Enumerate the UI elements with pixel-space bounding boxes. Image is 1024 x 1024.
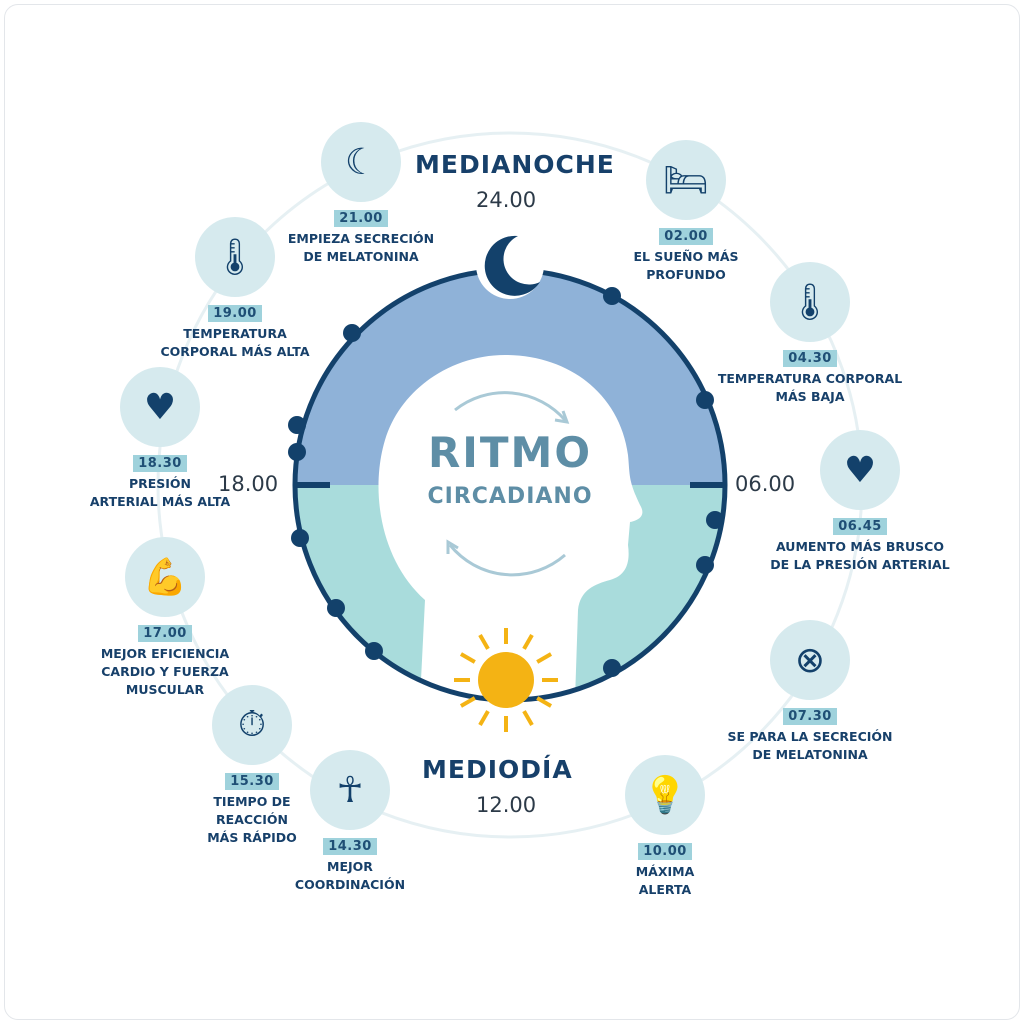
moon-icon — [476, 231, 544, 299]
event-label: TEMPERATURA CORPORAL MÁS ALTA — [160, 326, 310, 359]
stopwatch-icon: ⏱ — [237, 704, 267, 745]
yoga-pose-icon: ☥ — [336, 769, 364, 811]
ring-dot — [291, 529, 309, 547]
heart-plus-icon: ♥ — [843, 449, 877, 491]
event-item: ♥ 06.45 AUMENTO MÁS BRUSCO DE LA PRESIÓN… — [740, 430, 980, 574]
event-item: 💡 10.00 MÁXIMA ALERTA — [545, 755, 785, 899]
icon-circle: 💡 — [625, 755, 705, 835]
lightbulb-icon: 💡 — [642, 775, 688, 816]
ring-dot — [706, 511, 724, 529]
sun-ray — [522, 710, 534, 727]
brain-x-icon: ⊗ — [794, 639, 826, 681]
noon-time: 12.00 — [476, 793, 537, 817]
event-item: ⊗ 07.30 SE PARA LA SECRECIÓN DE MELATONI… — [690, 620, 930, 764]
icon-circle: ♥ — [820, 430, 900, 510]
icon-circle: 💪 — [125, 537, 205, 617]
event-time: 17.00 — [138, 625, 192, 642]
icon-circle: 🛏 — [646, 140, 726, 220]
event-label: TEMPERATURA CORPORAL MÁS BAJA — [717, 371, 903, 404]
event-item: ☥ 14.30 MEJOR COORDINACIÓN — [230, 750, 470, 894]
midnight-label: MEDIANOCHE — [415, 150, 615, 179]
heart-pulse-icon: ♥ — [143, 386, 177, 428]
cycle-arrow-top — [454, 391, 567, 421]
hour-06: 06.00 — [735, 472, 796, 496]
event-item: ☾ 21.00 EMPIEZA SECRECIÓN DE MELATONINA — [241, 122, 481, 266]
arrowhead-bottom — [446, 539, 459, 554]
sun-ray — [536, 696, 553, 708]
event-label: EL SUEÑO MÁS PROFUNDO — [633, 249, 739, 282]
event-item: 🛏 02.00 EL SUEÑO MÁS PROFUNDO — [566, 140, 806, 284]
sun-ray — [522, 633, 534, 650]
title-ritmo: RITMO — [427, 428, 593, 477]
midnight-time: 24.00 — [476, 188, 537, 212]
hour-18: 18.00 — [218, 472, 279, 496]
title-circadiano: CIRCADIANO — [427, 484, 593, 509]
icon-circle: ⏱ — [212, 685, 292, 765]
event-time: 06.45 — [833, 518, 887, 535]
event-item: 💪 17.00 MEJOR EFICIENCIA CARDIO Y FUERZA… — [45, 537, 285, 699]
head-silhouette — [378, 355, 643, 700]
sun-icon — [454, 628, 558, 732]
thermometer-person-icon: 🌡 — [787, 282, 833, 323]
event-label: MEJOR EFICIENCIA CARDIO Y FUERZA MUSCULA… — [100, 646, 230, 697]
ring-dot — [365, 642, 383, 660]
ring-dot — [603, 659, 621, 677]
event-time: 18.30 — [133, 455, 187, 472]
event-item: ⏱ 15.30 TIEMPO DE REACCIÓN MÁS RÁPIDO — [132, 685, 372, 847]
event-time: 04.30 — [783, 350, 837, 367]
event-label: TIEMPO DE REACCIÓN MÁS RÁPIDO — [207, 794, 297, 845]
event-label: MEJOR COORDINACIÓN — [294, 859, 406, 892]
ring-dot — [288, 443, 306, 461]
arrowhead-top — [554, 410, 570, 424]
muscle-arm-icon: 💪 — [142, 557, 188, 598]
ring-dot — [343, 324, 361, 342]
sun-ray — [478, 710, 490, 727]
bed-icon: 🛏 — [663, 160, 709, 201]
thermometer-person-icon: 🌡 — [212, 237, 258, 278]
icon-circle: ♥ — [120, 367, 200, 447]
ring-dot — [603, 287, 621, 305]
icon-circle: ☥ — [310, 750, 390, 830]
event-item: ♥ 18.30 PRESIÓN ARTERIAL MÁS ALTA — [40, 367, 280, 511]
sun-ray — [459, 652, 476, 664]
event-time: 15.30 — [225, 773, 279, 790]
ring-dot — [327, 599, 345, 617]
icon-circle: 🌡 — [770, 262, 850, 342]
brain-moon-icon: ☾ — [344, 141, 378, 183]
sun-ray — [478, 633, 490, 650]
event-label: PRESIÓN ARTERIAL MÁS ALTA — [89, 476, 231, 509]
icon-circle: ⊗ — [770, 620, 850, 700]
ring-dot — [288, 416, 306, 434]
event-time: 10.00 — [638, 843, 692, 860]
icon-circle: 🌡 — [195, 217, 275, 297]
ring-dot — [696, 391, 714, 409]
event-item: 🌡 04.30 TEMPERATURA CORPORAL MÁS BAJA — [690, 262, 930, 406]
event-time: 02.00 — [659, 228, 713, 245]
sun-ray — [536, 652, 553, 664]
sun-ray — [459, 696, 476, 708]
frame — [4, 4, 1020, 1020]
event-time: 14.30 — [323, 838, 377, 855]
event-time: 21.00 — [334, 210, 388, 227]
event-label: AUMENTO MÁS BRUSCO DE LA PRESIÓN ARTERIA… — [770, 539, 950, 572]
event-time: 07.30 — [783, 708, 837, 725]
event-label: SE PARA LA SECRECIÓN DE MELATONINA — [727, 729, 893, 762]
ring-dot — [696, 556, 714, 574]
event-label: MÁXIMA ALERTA — [635, 864, 695, 897]
cycle-arrow-bottom — [448, 544, 566, 577]
event-time: 19.00 — [208, 305, 262, 322]
noon-label: MEDIODÍA — [422, 755, 573, 784]
event-label: EMPIEZA SECRECIÓN DE MELATONINA — [287, 231, 435, 264]
event-item: 🌡 19.00 TEMPERATURA CORPORAL MÁS ALTA — [115, 217, 355, 361]
icon-circle: ☾ — [321, 122, 401, 202]
